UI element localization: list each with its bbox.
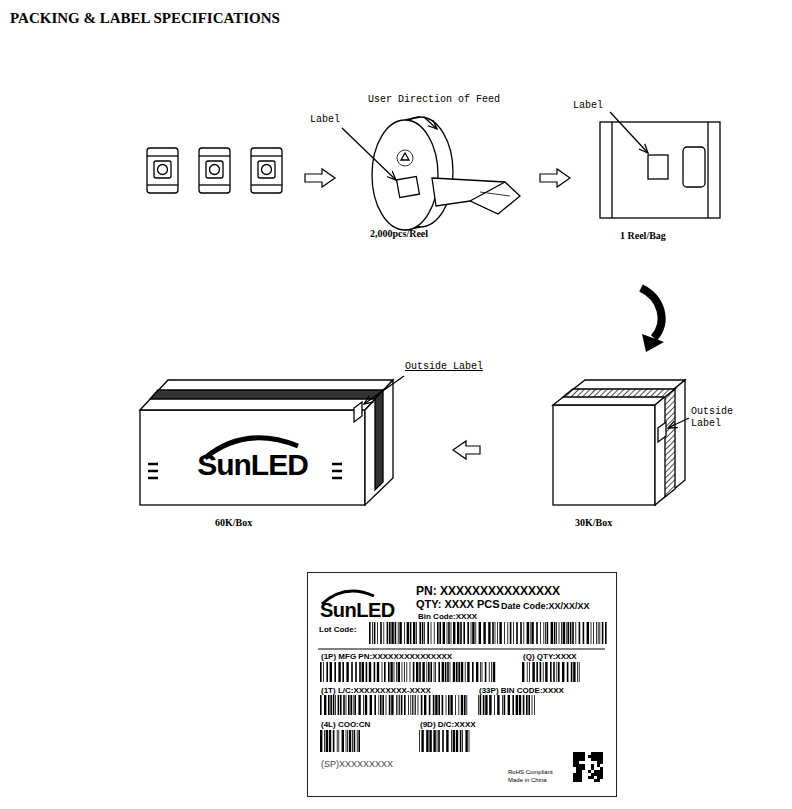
bag: [600, 112, 720, 218]
small-box: [553, 380, 689, 505]
node-text: Made in China: [508, 777, 547, 783]
node-text: SunLED: [140, 448, 365, 482]
callout-label: 2,000pcs/Reel: [370, 228, 428, 239]
node-text: (9D) D/C:XXXX: [420, 720, 476, 729]
node-text: (1P) MFG PN:XXXXXXXXXXXXXXX: [321, 652, 452, 661]
curved-arrow: [641, 288, 664, 352]
node-text: (4L) COO:CN: [321, 720, 370, 729]
callout-label: Label: [573, 100, 603, 111]
node-text: Date Code:XX/XX/XX: [501, 601, 590, 611]
node-text: Lot Code:: [319, 625, 356, 634]
big-box: [140, 376, 404, 505]
callout-label: Label: [310, 114, 340, 125]
led-components: [147, 148, 282, 193]
label-card: SunLED PN: XXXXXXXXXXXXXXXQTY: XXXX PCSDa…: [307, 572, 617, 797]
callout-label: 1 Reel/Bag: [620, 230, 666, 241]
box-face: SunLED: [140, 410, 365, 505]
node-text: (33P) BIN CODE:XXXX: [479, 686, 564, 695]
callout-label: 30K/Box: [575, 517, 612, 528]
callout-label: 60K/Box: [215, 517, 252, 528]
node-text: Bin Code:XXXX: [418, 612, 477, 621]
reel: [342, 117, 520, 230]
callout-label: Outside Label: [691, 406, 749, 430]
node-text: SunLED: [320, 599, 395, 622]
node-text: (1T) L/C:XXXXXXXXXX-XXXX: [321, 686, 431, 695]
callout-label: Outside Label: [405, 361, 483, 372]
node-text: PN: XXXXXXXXXXXXXXX: [416, 584, 560, 598]
node-text: (Q) QTY:XXXX: [523, 652, 577, 661]
callout-label: User Direction of Feed: [368, 94, 500, 105]
label-card-art: [318, 591, 607, 782]
node-text: QTY: XXXX PCS: [416, 598, 500, 610]
page-title: PACKING & LABEL SPECIFICATIONS: [10, 10, 280, 27]
node-text: RoHS Compliant: [508, 769, 553, 775]
node-text: (SP)XXXXXXXXX: [321, 759, 393, 769]
